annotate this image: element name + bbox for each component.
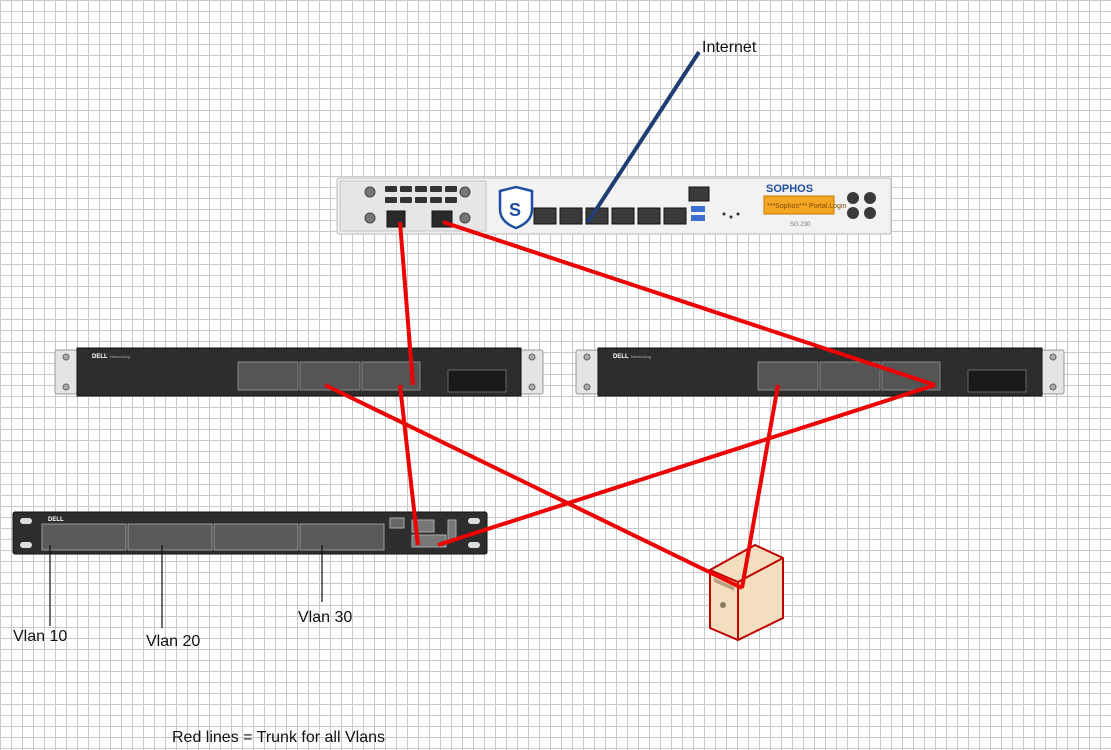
svg-text:S: S	[509, 200, 521, 220]
dell-brand-sub: Networking	[110, 354, 130, 359]
trunk-switch2-server	[740, 384, 780, 589]
sophos-model: SG 230	[790, 222, 811, 228]
vlan30-label: Vlan 30	[298, 609, 352, 626]
server-icon	[709, 543, 784, 642]
dell-switch-2: DELL Networking	[575, 347, 1065, 397]
trunk-firewall-switch2	[442, 220, 936, 387]
dell-brand: DELL	[613, 354, 629, 360]
dell-switch-1: DELL Networking	[54, 347, 544, 397]
lcd-display-text: ***Sophos*** Portal.Login	[767, 203, 846, 210]
trunk-switch2-access	[437, 383, 936, 547]
legend-text: Red lines = Trunk for all Vlans	[172, 729, 385, 746]
trunk-switch1-access	[398, 384, 420, 546]
sophos-brand: SOPHOS	[766, 183, 813, 195]
trunk-switch1-server	[324, 383, 743, 590]
trunk-firewall-switch1	[398, 221, 415, 386]
dell-brand-sub: Networking	[631, 354, 651, 359]
internet-label: Internet	[702, 39, 757, 56]
dell-brand: DELL	[92, 354, 108, 360]
sophos-firewall: S SOPHOS ***Sophos*** Portal.Login SG 23…	[336, 177, 892, 235]
trunk-links	[324, 220, 936, 590]
sophos-shield-icon: S	[498, 185, 534, 230]
dell-brand: DELL	[48, 517, 64, 523]
dell-access-switch: DELL	[12, 511, 488, 555]
vlan10-label: Vlan 10	[13, 628, 67, 645]
lcd-display	[763, 195, 835, 215]
internet-link	[586, 50, 701, 224]
vlan20-label: Vlan 20	[146, 633, 200, 650]
